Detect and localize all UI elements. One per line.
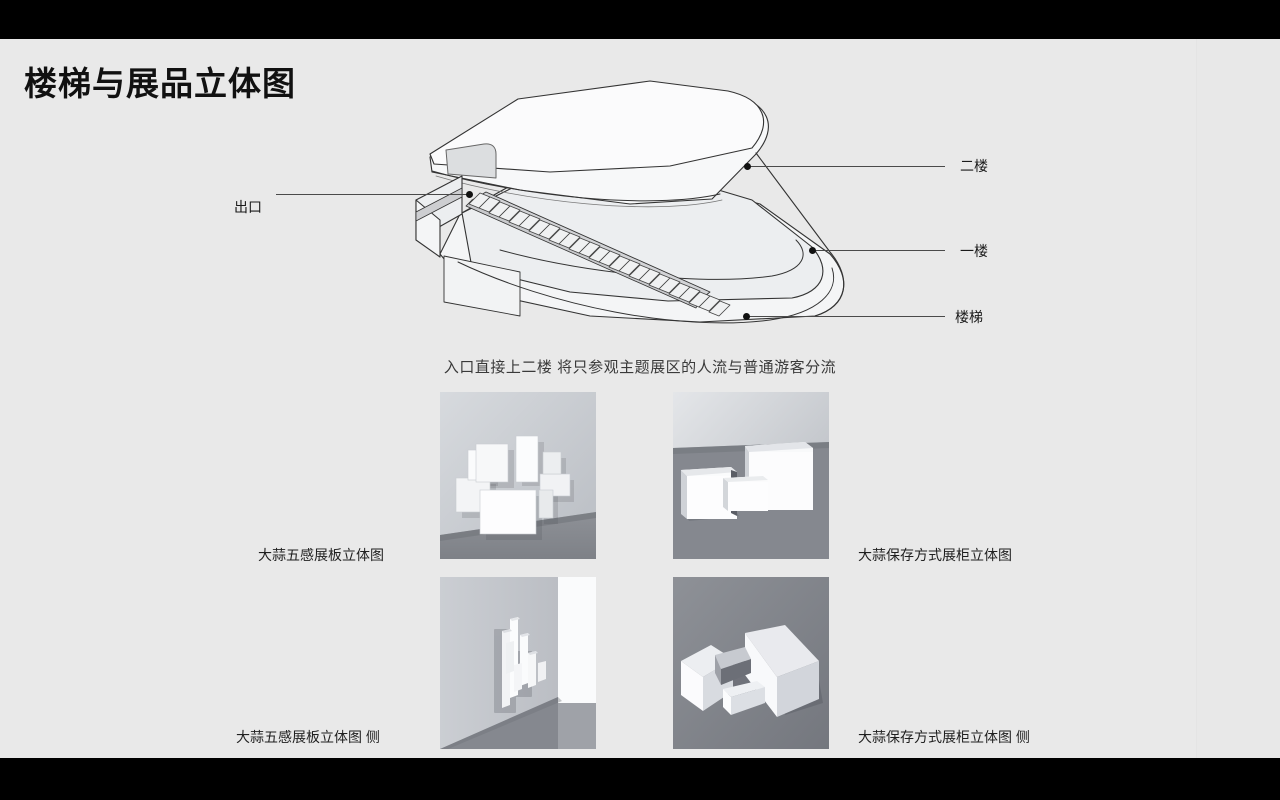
thumbnail-garlic-storage-display-case-side [673, 577, 829, 749]
callout-dot-floor1 [809, 247, 816, 254]
callout-label-floor2: 二楼 [960, 158, 988, 174]
thumbnail-garlic-five-senses-board-side [440, 577, 596, 749]
letterbox-bottom [0, 758, 1280, 800]
thumbnail-caption-2: 大蒜五感展板立体图 侧 [236, 729, 380, 745]
callout-dot-stairs [743, 313, 750, 320]
thumbnail-caption-3: 大蒜保存方式展柜立体图 侧 [858, 729, 1030, 745]
callout-label-stairs: 楼梯 [955, 309, 983, 325]
leader-line-floor1 [815, 250, 945, 251]
thumbnail-garlic-five-senses-board [440, 392, 596, 559]
callout-label-floor1: 一楼 [960, 243, 988, 259]
diagram-caption: 入口直接上二楼 将只参观主题展区的人流与普通游客分流 [443, 359, 837, 376]
callout-label-exit: 出口 [234, 199, 262, 215]
slide-canvas: 楼梯与展品立体图 [0, 39, 1280, 758]
slide-right-panel [1196, 39, 1280, 758]
leader-line-exit [276, 194, 472, 195]
thumbnail-garlic-storage-display-case [673, 392, 829, 559]
building-isometric-diagram [400, 54, 920, 324]
leader-line-stairs [749, 316, 945, 317]
thumbnail-caption-1: 大蒜保存方式展柜立体图 [858, 547, 1012, 563]
thumbnail-caption-0: 大蒜五感展板立体图 [258, 547, 384, 563]
callout-dot-floor2 [744, 163, 751, 170]
page-title: 楼梯与展品立体图 [24, 65, 296, 102]
callout-dot-exit [466, 191, 473, 198]
leader-line-floor2 [750, 166, 945, 167]
letterbox-top [0, 0, 1280, 39]
